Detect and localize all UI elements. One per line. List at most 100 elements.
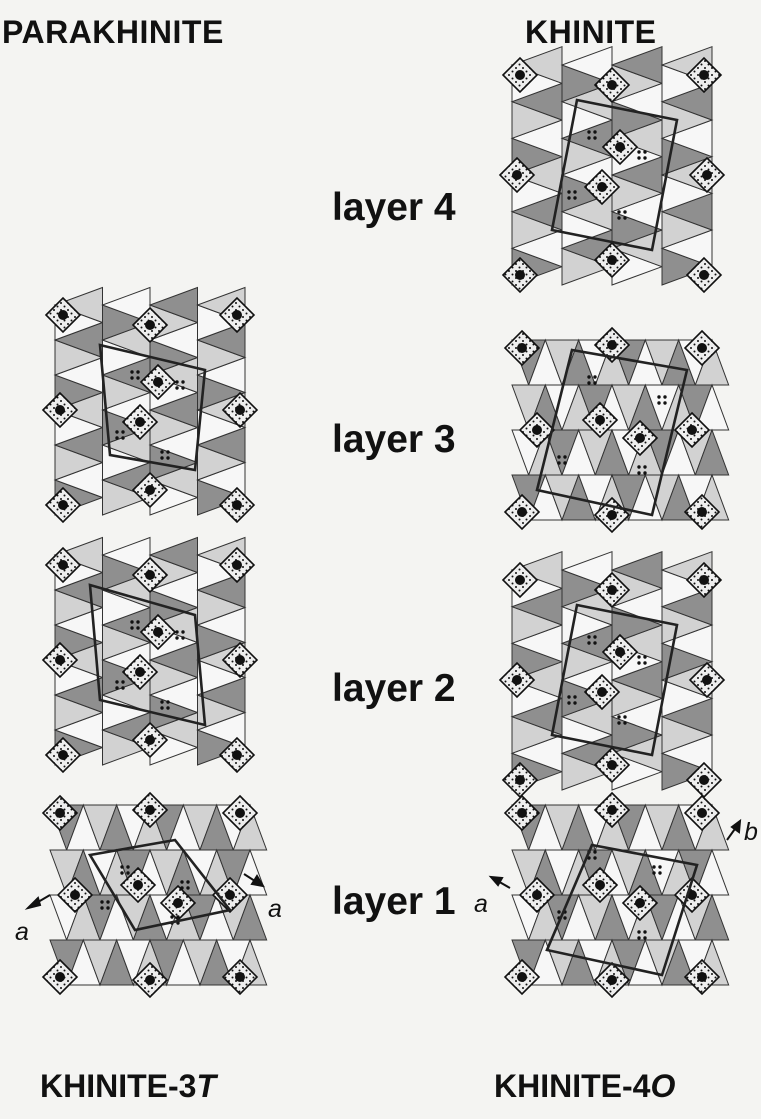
vacancy-dot [181,630,184,633]
vacancy-dot [573,701,576,704]
tetrahedron-center-dot [607,510,617,520]
vacancy-dot [130,620,133,623]
vacancy-dot [587,375,590,378]
tetrahedron-center-dot [697,972,707,982]
vacancy-dot [181,386,184,389]
vacancy-dot [593,850,596,853]
vacancy-dot [130,370,133,373]
vacancy-dot [637,150,640,153]
vacancy-dot [593,635,596,638]
vacancy-dot [567,196,570,199]
tetrahedron-center-dot [595,880,605,890]
tetrahedron-center-dot [699,775,709,785]
tetrahedron-center-dot [532,425,542,435]
vacancy-dot [643,471,646,474]
vacancy-dot [557,455,560,458]
tetrahedron-center-dot [58,560,68,570]
tetrahedron-center-dot [607,760,617,770]
tetrahedron-center-dot [697,343,707,353]
tetrahedron-center-dot [607,585,617,595]
tetrahedron-center-dot [58,500,68,510]
tetrahedron-center-dot [607,340,617,350]
tetrahedron-center-dot [145,805,155,815]
vacancy-dot [573,196,576,199]
tetrahedron-center-dot [153,377,163,387]
tetrahedron-center-dot [512,170,522,180]
vacancy-dot [100,906,103,909]
tetrahedron-center-dot [235,405,245,415]
khinite-layer-1 [505,793,729,997]
parakhinite-layer-3 [43,288,257,523]
tetrahedron-center-dot [597,687,607,697]
vacancy-dot [106,906,109,909]
tetrahedron-center-dot [145,735,155,745]
vacancy-dot [637,661,640,664]
vacancy-dot [121,430,124,433]
vacancy-dot [166,456,169,459]
vacancy-dot [637,471,640,474]
vacancy-dot [136,620,139,623]
vacancy-dot [643,150,646,153]
vacancy-dot [657,401,660,404]
vacancy-dot [121,680,124,683]
tetrahedron-center-dot [607,975,617,985]
vacancy-dot [563,916,566,919]
vacancy-dot [643,661,646,664]
tetrahedron-center-dot [597,182,607,192]
vacancy-dot [181,380,184,383]
vacancy-dot [637,156,640,159]
vacancy-dot [136,370,139,373]
vacancy-dot [587,635,590,638]
vacancy-dot [587,641,590,644]
vacancy-dot [623,715,626,718]
vacancy-dot [573,695,576,698]
vacancy-dot [126,865,129,868]
vacancy-dot [643,465,646,468]
tetrahedron-center-dot [55,972,65,982]
vacancy-dot [166,450,169,453]
khinite-layer-2 [500,552,724,797]
tetrahedron-center-dot [232,560,242,570]
tetrahedron-center-dot [235,808,245,818]
vacancy-dot [557,461,560,464]
vacancy-dot [623,721,626,724]
tetrahedron-center-dot [515,70,525,80]
tetrahedron-center-dot [55,655,65,665]
tetrahedron-center-dot [225,890,235,900]
vacancy-dot [136,376,139,379]
vacancy-dot [643,655,646,658]
vacancy-dot [175,380,178,383]
tetrahedron-center-dot [702,675,712,685]
tetrahedron-center-dot [615,142,625,152]
vacancy-dot [567,695,570,698]
tetrahedron-center-dot [699,270,709,280]
vacancy-dot [593,381,596,384]
tetrahedron-center-dot [135,667,145,677]
vacancy-dot [166,700,169,703]
vacancy-dot [567,701,570,704]
vacancy-dot [120,865,123,868]
tetrahedron-center-dot [635,898,645,908]
vacancy-dot [637,930,640,933]
vacancy-dot [180,880,183,883]
tetrahedron-center-dot [232,310,242,320]
tetrahedron-center-dot [607,255,617,265]
tetrahedron-center-dot [702,170,712,180]
tetrahedron-center-dot [517,507,527,517]
vacancy-dot [106,900,109,903]
vacancy-dot [652,865,655,868]
tetrahedron-center-dot [697,507,707,517]
tetrahedron-center-dot [517,343,527,353]
vacancy-dot [617,715,620,718]
vacancy-dot [180,886,183,889]
vacancy-dot [643,156,646,159]
vacancy-dot [160,456,163,459]
tetrahedron-center-dot [699,70,709,80]
vacancy-dot [176,915,179,918]
vacancy-dot [643,936,646,939]
vacancy-dot [617,210,620,213]
parakhinite-layer-2 [43,538,257,773]
vacancy-dot [121,436,124,439]
vacancy-dot [623,216,626,219]
vacancy-dot [617,721,620,724]
